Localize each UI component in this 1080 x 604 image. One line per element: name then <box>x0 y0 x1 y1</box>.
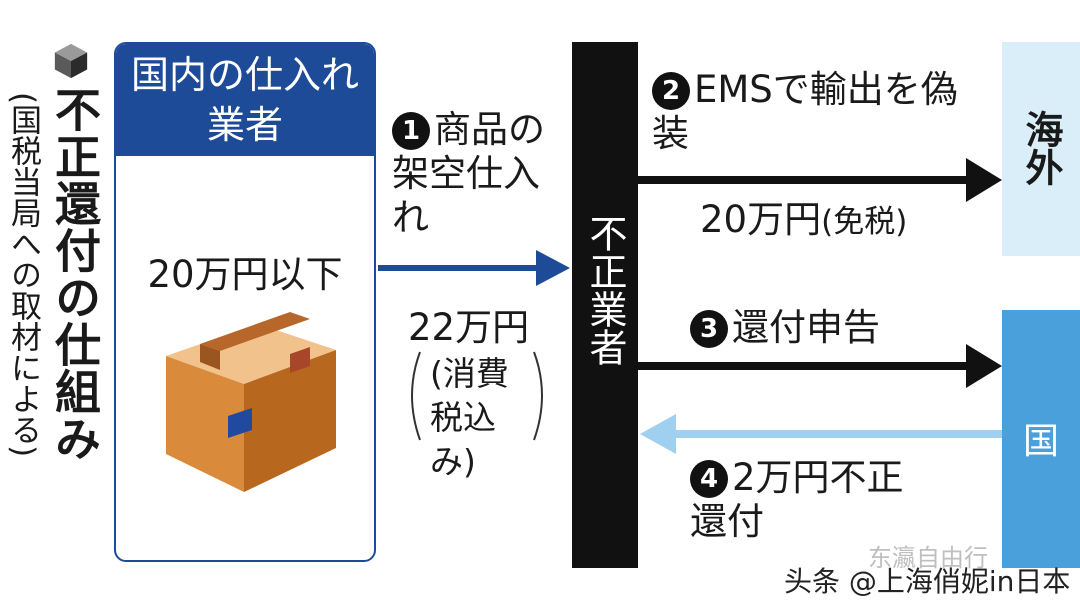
watermark-faint: 东瀛自由行 <box>868 544 988 572</box>
supplier-amount: 20万円以下 <box>147 253 343 296</box>
step2-note: (免税) <box>821 204 908 240</box>
step1-number: 1 <box>392 112 430 150</box>
step2-amount: 20万円 <box>700 198 822 241</box>
step2-number: 2 <box>652 72 690 110</box>
package-icon <box>166 312 336 492</box>
diagram-title: 不正還付の仕組み <box>48 86 102 462</box>
cube-icon <box>54 43 88 79</box>
diagram-subtitle: (国税当局への取材による) <box>5 92 41 458</box>
nation-box <box>1002 310 1080 568</box>
domestic-supplier-box: 国内の仕入れ業者 20万円以下 <box>114 42 376 562</box>
arrow-export <box>638 158 1002 202</box>
watermark: 头条 @上海俏妮in日本 <box>784 565 1071 598</box>
step1-text: 商品の架空仕入れ <box>392 108 545 239</box>
overseas-box <box>1002 42 1080 256</box>
fraudster-label: 不正業者 <box>583 214 627 366</box>
supplier-header: 国内の仕入れ業者 <box>116 44 374 156</box>
step2-amount-row: 20万円(免税) <box>700 198 907 244</box>
step1-note: (消費税込み) <box>430 354 509 481</box>
fraudster-bar <box>572 42 638 568</box>
paren-left <box>411 351 421 441</box>
step4-text: 2万円不正還付 <box>690 456 904 543</box>
step2-text: EMSで輸出を偽装 <box>652 68 958 155</box>
arrow-refund <box>640 414 1002 454</box>
step1-amount: 22万円 <box>408 306 530 349</box>
paren-right <box>533 351 543 441</box>
arrow-purchase <box>378 250 570 286</box>
step4-number: 4 <box>690 460 728 498</box>
step3-number: 3 <box>690 310 728 348</box>
nation-label: 国 <box>1022 421 1059 462</box>
arrow-refund-claim <box>638 344 1002 388</box>
overseas-label: 海外 <box>1019 110 1063 186</box>
step3-text: 還付申告 <box>732 306 880 349</box>
